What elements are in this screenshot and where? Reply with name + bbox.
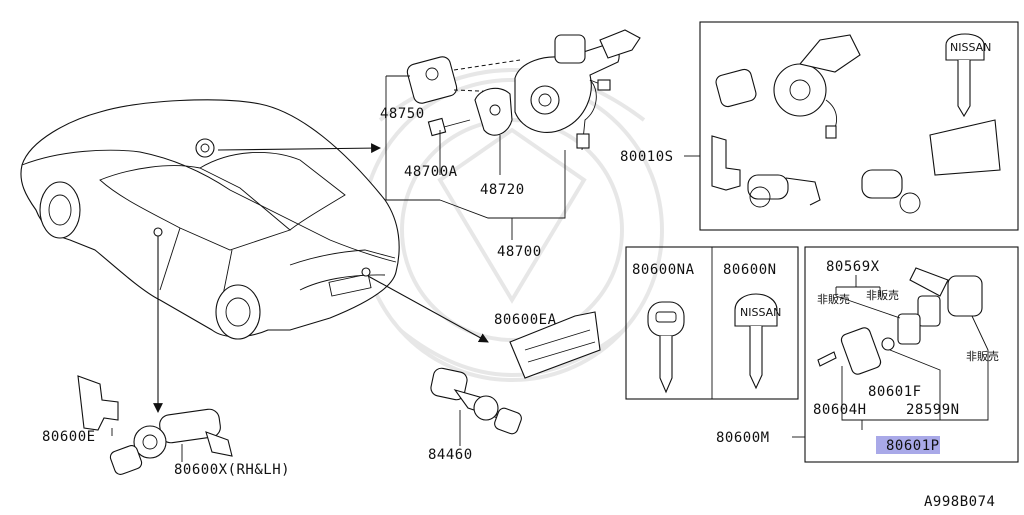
label-80600na: 80600NA — [632, 262, 695, 278]
leader-48750 — [385, 76, 440, 201]
arrow-to-trunk-lock — [367, 275, 489, 343]
label-80600m: 80600M — [716, 430, 770, 446]
label-80601p[interactable]: 80601P — [886, 438, 940, 454]
diagram-code: A998B074 — [924, 494, 995, 510]
label-80600e: 80600E — [42, 429, 96, 445]
label-80601f: 80601F — [868, 384, 922, 400]
label-not-for-sale-2: 非販売 — [866, 289, 899, 302]
label-48700a: 48700A — [404, 164, 458, 180]
key-brand-80010s: NISSAN — [950, 41, 991, 54]
set-80010s-parts: NISSAN — [711, 33, 1001, 214]
arrow-to-ignition — [217, 143, 381, 154]
key-80600na — [647, 301, 685, 394]
label-28599n: 28599N — [906, 402, 960, 418]
set-80010s-box — [699, 21, 1019, 231]
label-48720: 48720 — [480, 182, 525, 198]
highlight-80601p — [876, 436, 940, 454]
label-not-for-sale-1: 非販売 — [817, 293, 850, 306]
door-lock-parts — [77, 375, 233, 475]
label-48750: 48750 — [380, 106, 425, 122]
label-48700: 48700 — [497, 244, 542, 260]
ignition-assembly — [406, 29, 641, 151]
label-80010s: 80010S — [620, 149, 674, 165]
key-brand-80600n: NISSAN — [740, 306, 781, 319]
label-80600x: 80600X(RH&LH) — [174, 462, 290, 478]
label-80600n: 80600N — [723, 262, 777, 278]
kit-80600m-parts — [817, 267, 983, 375]
label-80600ea: 80600EA — [494, 312, 557, 328]
label-80604h: 80604H — [813, 402, 867, 418]
label-not-for-sale-3: 非販売 — [966, 350, 999, 363]
label-80569x: 80569X — [826, 259, 880, 275]
key-80600n: NISSAN — [734, 293, 781, 390]
label-84460: 84460 — [428, 447, 473, 463]
trunk-lock-parts — [430, 311, 601, 435]
car-illustration — [20, 99, 400, 340]
kit-80600m-box — [804, 246, 1019, 463]
